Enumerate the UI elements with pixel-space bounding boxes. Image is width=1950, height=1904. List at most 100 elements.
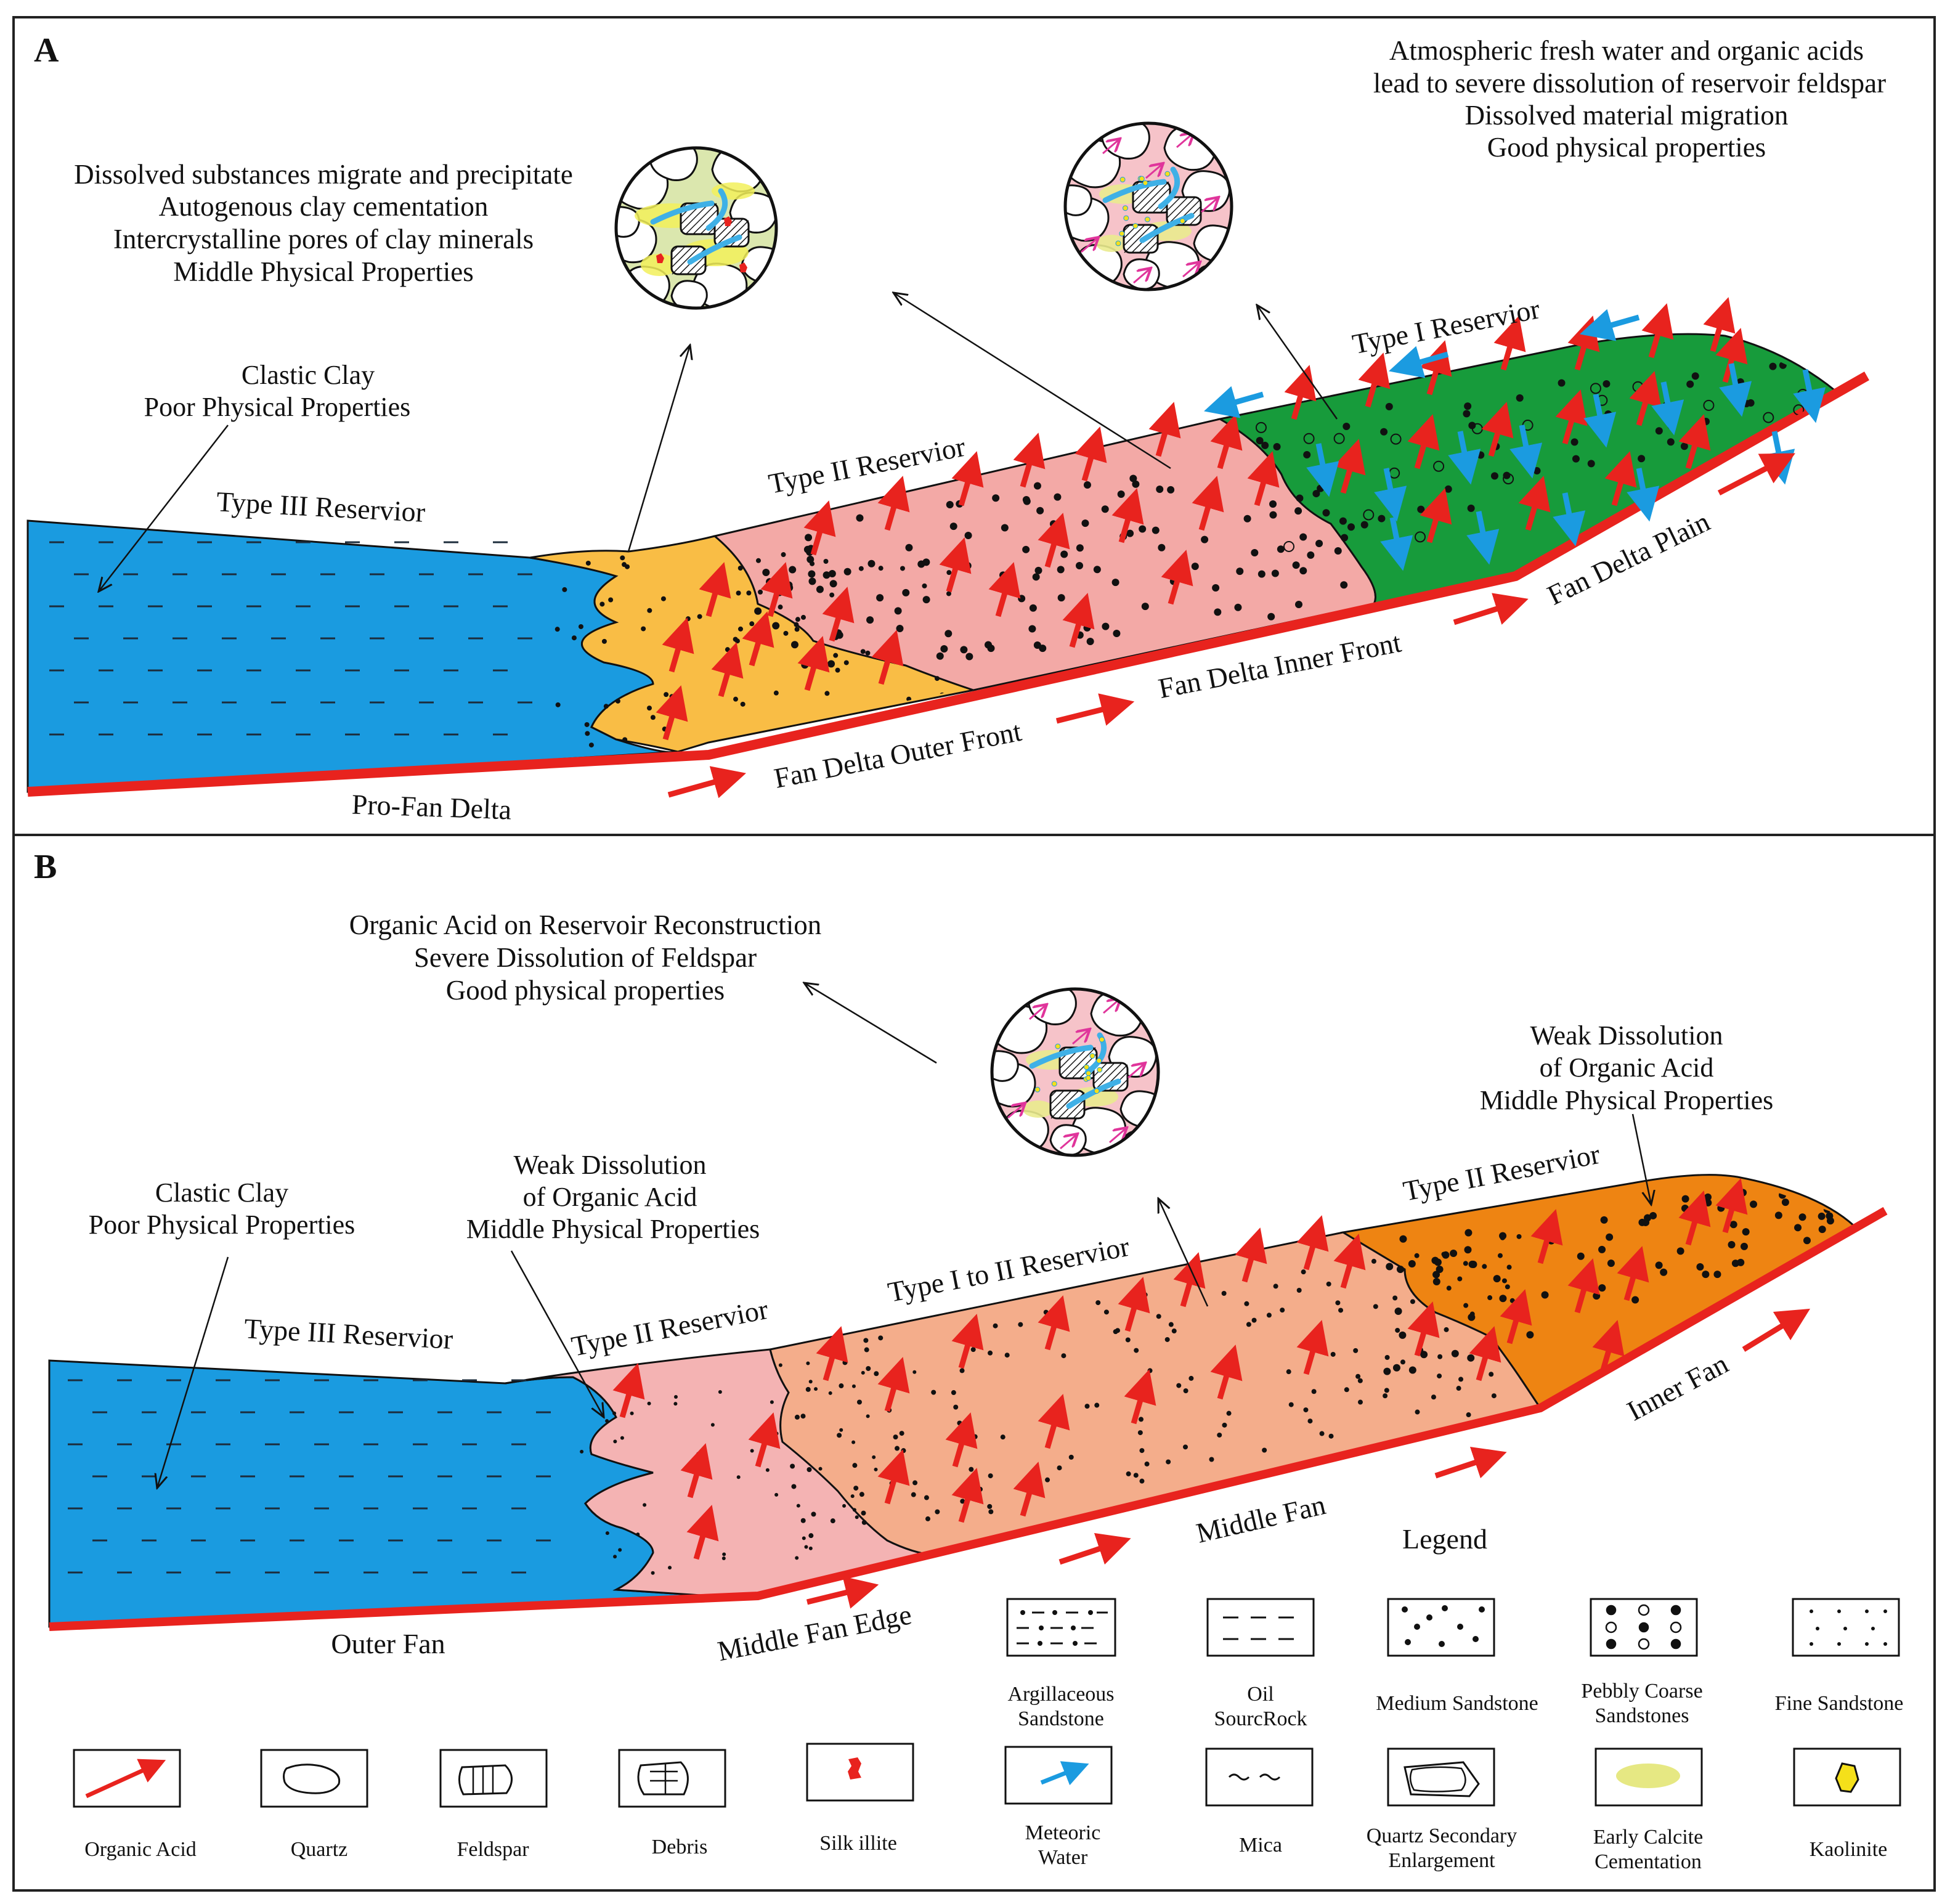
a-meteoric-water-arrows [1204, 309, 1826, 571]
micrograph-2-border [1063, 121, 1233, 291]
grain-dot [1803, 1237, 1811, 1245]
grain-dot [876, 594, 884, 602]
grain-dot [1386, 1263, 1394, 1271]
organic-acid-arrow [1420, 488, 1452, 543]
grain-dot [1428, 438, 1436, 446]
grain-dot [1307, 1418, 1313, 1424]
grain-dot [1043, 1309, 1049, 1315]
grain-dot [1598, 1245, 1606, 1253]
dissolution-pore [1158, 166, 1180, 210]
grain-dot [853, 1486, 859, 1491]
organic-acid-arrow [1567, 1258, 1600, 1314]
meteoric-water-arrow [1306, 443, 1339, 497]
b-clay-note-line2: Poor Physical Properties [89, 1210, 355, 1240]
grain-dot [1152, 526, 1160, 534]
grain-dot [750, 1449, 754, 1453]
micrograph-feldspar-dissolution-a [1063, 121, 1233, 291]
grain-dot [1142, 1292, 1148, 1298]
grain-dot [808, 577, 816, 585]
grain-dot [1432, 1278, 1440, 1286]
grain-dot [794, 622, 799, 627]
grain-dot [1139, 525, 1147, 533]
grain-dot [1299, 567, 1307, 575]
organic-acid-arrow [1715, 1178, 1748, 1234]
legend-label-fine: Fine Sandstone [1775, 1692, 1904, 1715]
grain-dot [865, 650, 871, 656]
grain-dot [1117, 490, 1125, 498]
grain-dot [800, 1414, 806, 1419]
organic-acid-arrow [988, 562, 1021, 617]
feldspar-hatch [1094, 1062, 1123, 1091]
b-clay-note-line1: Clastic Clay [155, 1178, 288, 1208]
grain-dot [1144, 1461, 1150, 1467]
grain-dot [1357, 1399, 1363, 1405]
grain-dot [823, 571, 831, 579]
organic-acid-arrow [877, 476, 910, 531]
meteoric-water-arrow [1509, 425, 1543, 479]
meteoric-water-arrow-icon [1040, 1761, 1089, 1786]
grain-dot [790, 641, 798, 649]
grain-dot [866, 1366, 871, 1372]
grain-dot [772, 622, 780, 630]
grain-dot [1209, 1457, 1214, 1462]
grain-dot [1408, 1366, 1416, 1374]
organic-acid-arrow [939, 537, 972, 593]
grain-dot [755, 558, 761, 563]
grain-dot [922, 596, 930, 604]
grain-dot [960, 646, 968, 654]
grain-dot [612, 1411, 617, 1415]
legend-argillaceous-sandstone: Argillaceous Sandstone [1006, 1598, 1116, 1730]
grain-dot [668, 1566, 672, 1570]
grain-dot [1244, 1301, 1249, 1306]
grain-dot [808, 1380, 813, 1384]
grain-dot [1384, 1388, 1389, 1393]
grain-dot [1466, 1412, 1471, 1418]
grain-dot [1256, 437, 1264, 445]
grain-dot [578, 624, 583, 629]
quartz-grain [1065, 184, 1092, 216]
grain-dot [1516, 1234, 1522, 1239]
grain-dot [1769, 362, 1777, 370]
a-grain-dots [555, 361, 1809, 748]
grain-dot [1156, 1314, 1161, 1319]
grain-dot [852, 1508, 856, 1512]
grain-dot [987, 1503, 993, 1509]
grain-dot [999, 571, 1007, 579]
legend-label-qse-1: Quartz Secondary [1367, 1825, 1517, 1847]
grain-dot [1222, 1422, 1227, 1428]
b-zone-inner: Inner Fan [1622, 1348, 1733, 1426]
grain-dot [1577, 1252, 1585, 1260]
grain-dot [1606, 1233, 1614, 1241]
kaolinite-crystal [1034, 1086, 1041, 1092]
grain-dot [1086, 637, 1094, 645]
grain-dot [1273, 1284, 1278, 1289]
grain-dot [835, 667, 840, 673]
legend-label-mica: Mica [1239, 1834, 1282, 1857]
quartz-secondary-enlargement-icon [1404, 1761, 1480, 1797]
calcite-cement [1023, 1100, 1054, 1118]
legend-label-meteoric-1: Meteoric [1025, 1821, 1101, 1844]
organic-acid-arrow [1493, 315, 1526, 371]
pebble-dot [1415, 531, 1426, 543]
grain-dot [1034, 566, 1042, 574]
grain-dot [722, 1552, 726, 1556]
grain-dot [1294, 507, 1302, 515]
meteoric-water-arrow [1580, 309, 1640, 341]
kaolinite-crystal [1115, 240, 1121, 246]
grain-dot [964, 532, 972, 540]
grain-dot [1212, 584, 1220, 592]
grain-dot [1392, 1364, 1400, 1372]
grain-dot [580, 1449, 584, 1454]
panel-a-label: A [34, 31, 59, 70]
grain-dot [992, 494, 1000, 502]
grain-dot [896, 624, 904, 632]
calcite-cement [641, 254, 678, 276]
grain-dot [1081, 519, 1089, 527]
organic-acid-arrow [1247, 451, 1280, 507]
dissolved-migration-arrow [1060, 1134, 1078, 1150]
panel-a-leaders [99, 293, 1795, 799]
organic-acid-arrow [1124, 1369, 1156, 1425]
organic-acid-arrow [803, 500, 836, 556]
grain-dot [874, 1467, 878, 1471]
grain-dot [1450, 1249, 1458, 1257]
